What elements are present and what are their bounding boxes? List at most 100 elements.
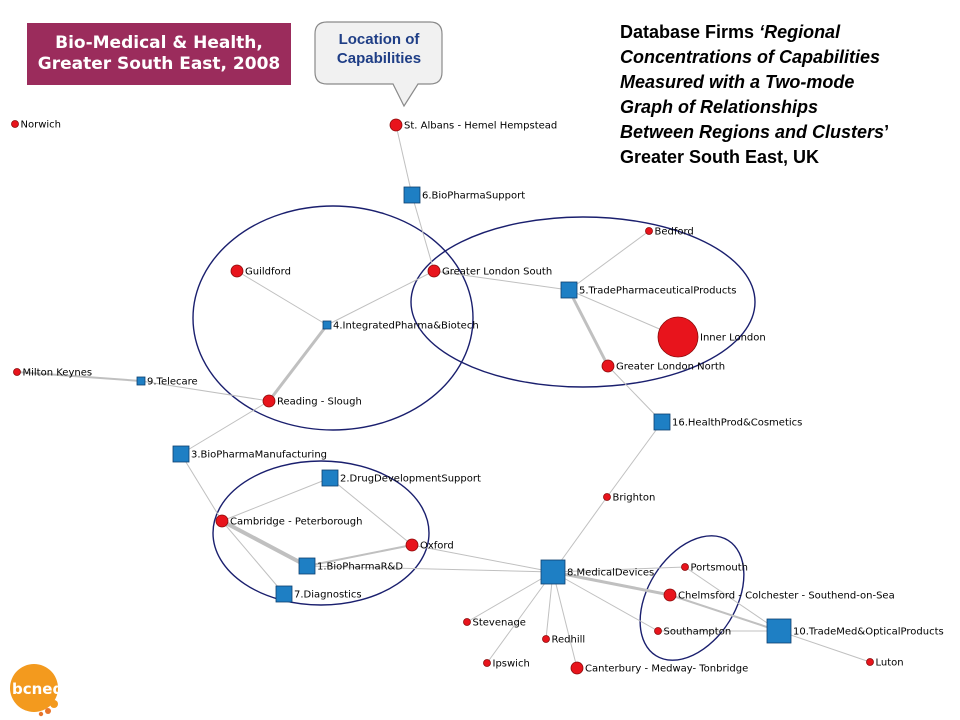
edge-mk-c9: [16, 371, 142, 382]
region-label-inner: Inner London: [700, 333, 766, 344]
region-label-portsmouth: Portsmouth: [691, 563, 749, 574]
region-node-stevenage: [463, 618, 471, 626]
cluster-node-c3: [172, 445, 190, 463]
region-label-guildford: Guildford: [245, 267, 291, 278]
region-label-chelmsford: Chelmsford - Colchester - Southend-on-Se…: [678, 591, 895, 602]
edge-stalbans-c6: [395, 124, 413, 196]
region-node-brighton: [603, 493, 611, 501]
heading-line1b: ‘Regional: [759, 22, 841, 42]
region-label-norwich: Norwich: [21, 120, 62, 131]
region-node-canterbury: [570, 661, 584, 675]
region-label-gls: Greater London South: [442, 267, 552, 278]
edge-c10-luton: [778, 630, 871, 663]
cluster-node-c7: [275, 585, 293, 603]
location-callout: [314, 21, 443, 108]
cluster-label-c10: 10.TradeMed&OpticalProducts: [793, 627, 944, 638]
edge-c16-brighton: [606, 421, 663, 498]
edge-c8-chelmsford: [552, 570, 671, 597]
region-node-cambridge: [215, 514, 229, 528]
cluster-label-c5: 5.TradePharmaceuticalProducts: [579, 286, 737, 297]
edge-oxford-c8: [411, 544, 554, 573]
edge-c8-ipswich: [486, 571, 554, 664]
callout-line1: Location of: [338, 31, 420, 48]
cluster-node-c16: [653, 413, 671, 431]
cluster-node-c5: [560, 281, 578, 299]
callout-line2: Capabilities: [336, 50, 422, 67]
edge-guildford-c4: [236, 270, 328, 326]
region-label-reading: Reading - Slough: [277, 397, 362, 408]
region-label-stalbans: St. Albans - Hemel Hempstead: [404, 121, 557, 132]
title-badge-line2: Greater South East, 2008: [37, 54, 281, 74]
cluster-label-c3: 3.BioPharmaManufacturing: [191, 450, 327, 461]
heading-line6: Greater South East, UK: [620, 147, 820, 167]
region-label-oxford: Oxford: [420, 541, 454, 552]
callout-text: Location of Capabilities: [315, 30, 443, 68]
edge-portsmouth-c10: [684, 566, 780, 632]
region-label-mk: Milton Keynes: [23, 368, 93, 379]
region-node-redhill: [542, 635, 550, 643]
cluster-node-c6: [403, 186, 421, 204]
heading-line5b: ’: [884, 122, 890, 142]
cluster-label-c16: 16.HealthProd&Cosmetics: [672, 418, 802, 429]
heading-line4: Graph of Relationships: [620, 97, 819, 117]
region-label-brighton: Brighton: [613, 493, 656, 504]
heading-line2: Concentrations of Capabilities: [620, 47, 881, 67]
region-label-stevenage: Stevenage: [473, 618, 526, 629]
region-node-mk: [13, 368, 21, 376]
edge-c6-gls: [411, 194, 435, 272]
bcned-logo: bcned: [10, 664, 63, 717]
region-node-stalbans: [389, 118, 403, 132]
region-label-redhill: Redhill: [552, 635, 586, 646]
edge-chelmsford-c10: [669, 594, 780, 632]
edges: [16, 124, 871, 669]
title-badge: Bio-Medical & Health, Greater South East…: [27, 23, 291, 85]
edge-c5-gln: [567, 289, 610, 367]
page-heading: Database Firms ‘Regional Concentrations …: [620, 20, 955, 170]
edge-c4-reading: [267, 324, 329, 402]
edge-gln-c16: [607, 365, 663, 423]
edge-gls-c5: [433, 270, 570, 291]
region-node-gln: [601, 359, 615, 373]
heading-line5: Between Regions and Clusters: [620, 122, 885, 142]
region-label-ipswich: Ipswich: [493, 659, 530, 670]
edge-cambridge-c7: [221, 520, 285, 595]
cluster-label-c6: 6.BioPharmaSupport: [422, 191, 525, 202]
region-label-southampton: Southampton: [664, 627, 732, 638]
edge-c3-cambridge: [180, 453, 223, 522]
edge-c2-oxford: [329, 477, 413, 546]
region-node-gls: [427, 264, 441, 278]
cluster-label-c9: 9.Telecare: [147, 377, 198, 388]
cluster-node-c4: [322, 320, 332, 330]
edge-bedford-c5: [568, 230, 650, 291]
region-label-canterbury: Canterbury - Medway- Tonbridge: [585, 664, 748, 675]
region-label-bedford: Bedford: [655, 227, 694, 238]
ellipse-london: [410, 216, 756, 388]
region-label-gln: Greater London North: [616, 362, 725, 373]
region-node-reading: [262, 394, 276, 408]
edge-cambridge-c2: [221, 477, 331, 522]
ellipse-oxbridge: [212, 460, 430, 606]
region-label-cambridge: Cambridge - Peterborough: [230, 517, 362, 528]
cluster-label-c2: 2.DrugDevelopmentSupport: [340, 474, 481, 485]
edge-cambridge-c1: [221, 519, 308, 568]
cluster-node-c2: [321, 469, 339, 487]
edge-c8-portsmouth: [552, 566, 686, 573]
region-node-ipswich: [483, 659, 491, 667]
region-node-portsmouth: [681, 563, 689, 571]
ellipse-south-coast: [639, 535, 745, 661]
edge-brighton-c8: [552, 496, 608, 573]
cluster-node-c10: [766, 618, 792, 644]
cluster-node-c8: [540, 559, 566, 585]
edge-c8-southampton: [552, 571, 659, 632]
heading-line1a: Database Firms: [620, 22, 760, 42]
region-node-inner: [657, 316, 699, 358]
concentration-ellipses: [192, 205, 756, 661]
edge-c8-stevenage: [466, 571, 554, 623]
edge-c1-c8: [306, 565, 554, 573]
region-node-oxford: [405, 538, 419, 552]
region-node-southampton: [654, 627, 662, 635]
cluster-node-c9: [136, 376, 146, 386]
edge-gls-c4: [326, 270, 435, 326]
cluster-label-c8: 8.MedicalDevices: [567, 568, 654, 579]
